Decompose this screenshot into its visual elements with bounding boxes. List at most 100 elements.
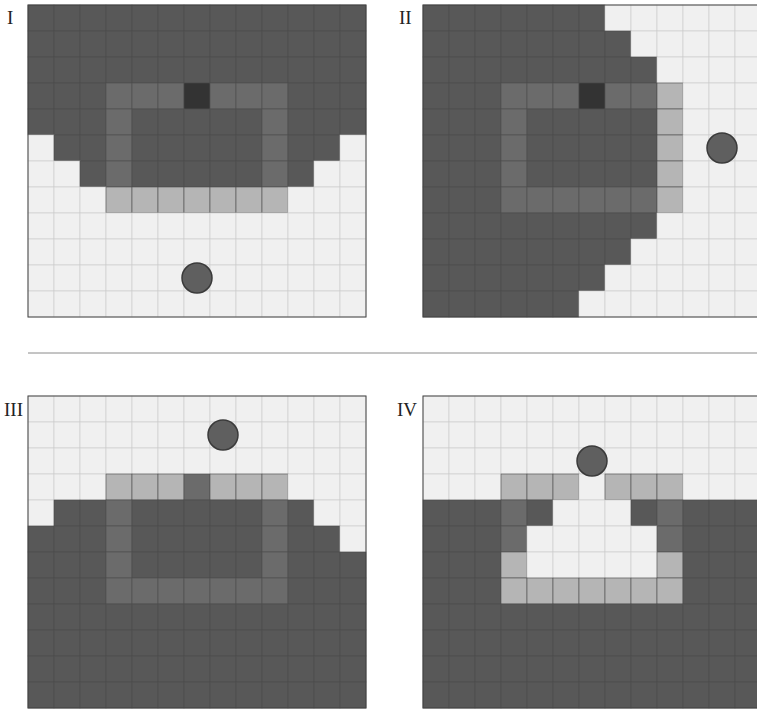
grid-cell [28,552,54,578]
grid-cell [683,239,709,265]
grid-cell [54,135,80,161]
grid-cell [579,57,605,83]
grid-cell [475,682,501,708]
grid-cell [158,213,184,239]
grid-cell [501,109,527,135]
grid-cell [106,291,132,317]
grid-cell [631,135,657,161]
grid-cell [184,187,210,213]
grid-cell [579,682,605,708]
grid-cell [579,239,605,265]
grid-cell [28,682,54,708]
grid-cell [28,578,54,604]
grid-cell [423,239,449,265]
grid-cell [340,474,366,500]
grid-cell [475,265,501,291]
grid-cell [288,682,314,708]
grid-cell [340,552,366,578]
grid-cell [236,656,262,682]
grid-cell [210,135,236,161]
grid-cell [423,83,449,109]
panel-frame [28,396,366,708]
grid-cell [158,291,184,317]
grid-cell [527,83,553,109]
grid-cell [475,578,501,604]
grid-cell [314,213,340,239]
grid-cell [605,422,631,448]
grid-cell [158,682,184,708]
grid-cell [80,57,106,83]
grid-cell [657,552,683,578]
grid-cell [553,187,579,213]
grid-cell [501,500,527,526]
grid-cell [54,630,80,656]
grid-cell [106,578,132,604]
grid-cell [553,396,579,422]
grid-cell [340,656,366,682]
grid-cell [54,526,80,552]
panel-numeral: I [7,8,13,27]
grid-cell [449,187,475,213]
grid-cell [210,500,236,526]
grid-cell [236,213,262,239]
grid-cell [475,239,501,265]
grid-cell [501,422,527,448]
grid-cell [262,109,288,135]
grid-cell [579,474,605,500]
grid-cell [80,161,106,187]
grid-cell [657,187,683,213]
grid-cell [80,31,106,57]
grid-cell [423,291,449,317]
grid-cell [262,57,288,83]
grid-cell [54,474,80,500]
grid-cell [236,604,262,630]
grid-cell [288,552,314,578]
grid-cell [80,396,106,422]
grid-cell [683,31,709,57]
grid-cell [709,630,735,656]
grid-cell [288,291,314,317]
grid-cell [709,213,735,239]
grid-cell [54,448,80,474]
grid-cell [657,422,683,448]
grid-cell [527,526,553,552]
grid-cell [54,109,80,135]
grid-cell [314,187,340,213]
grid-cell [314,396,340,422]
grid-cell [683,109,709,135]
grid-cell [423,396,449,422]
grid-cell [314,526,340,552]
grid-cell [28,291,54,317]
grid-cell [501,448,527,474]
grid-cell [184,161,210,187]
grid-cell [475,630,501,656]
grid-cell [449,630,475,656]
grid-cell [210,161,236,187]
grid-cell [340,291,366,317]
grid-cell [340,630,366,656]
grid-cell [132,31,158,57]
grid-cell [553,31,579,57]
grid-panel [423,5,757,317]
grid-cell [28,187,54,213]
grid-cell [709,187,735,213]
grid-cell [631,526,657,552]
grid-cell [54,239,80,265]
grid-cell [132,57,158,83]
grid-cell [475,552,501,578]
grid-cell [314,578,340,604]
grid-cell [605,474,631,500]
grid-cell [28,5,54,31]
grid-cell [184,552,210,578]
grid-cell [423,604,449,630]
grid-cell [132,396,158,422]
grid-cell [709,552,735,578]
grid-cell [262,265,288,291]
grid-cell [80,552,106,578]
grid-cell [262,83,288,109]
grid-cell [631,448,657,474]
grid-cell [527,656,553,682]
grid-cell [709,5,735,31]
grid-cell [184,474,210,500]
grid-cell [28,422,54,448]
